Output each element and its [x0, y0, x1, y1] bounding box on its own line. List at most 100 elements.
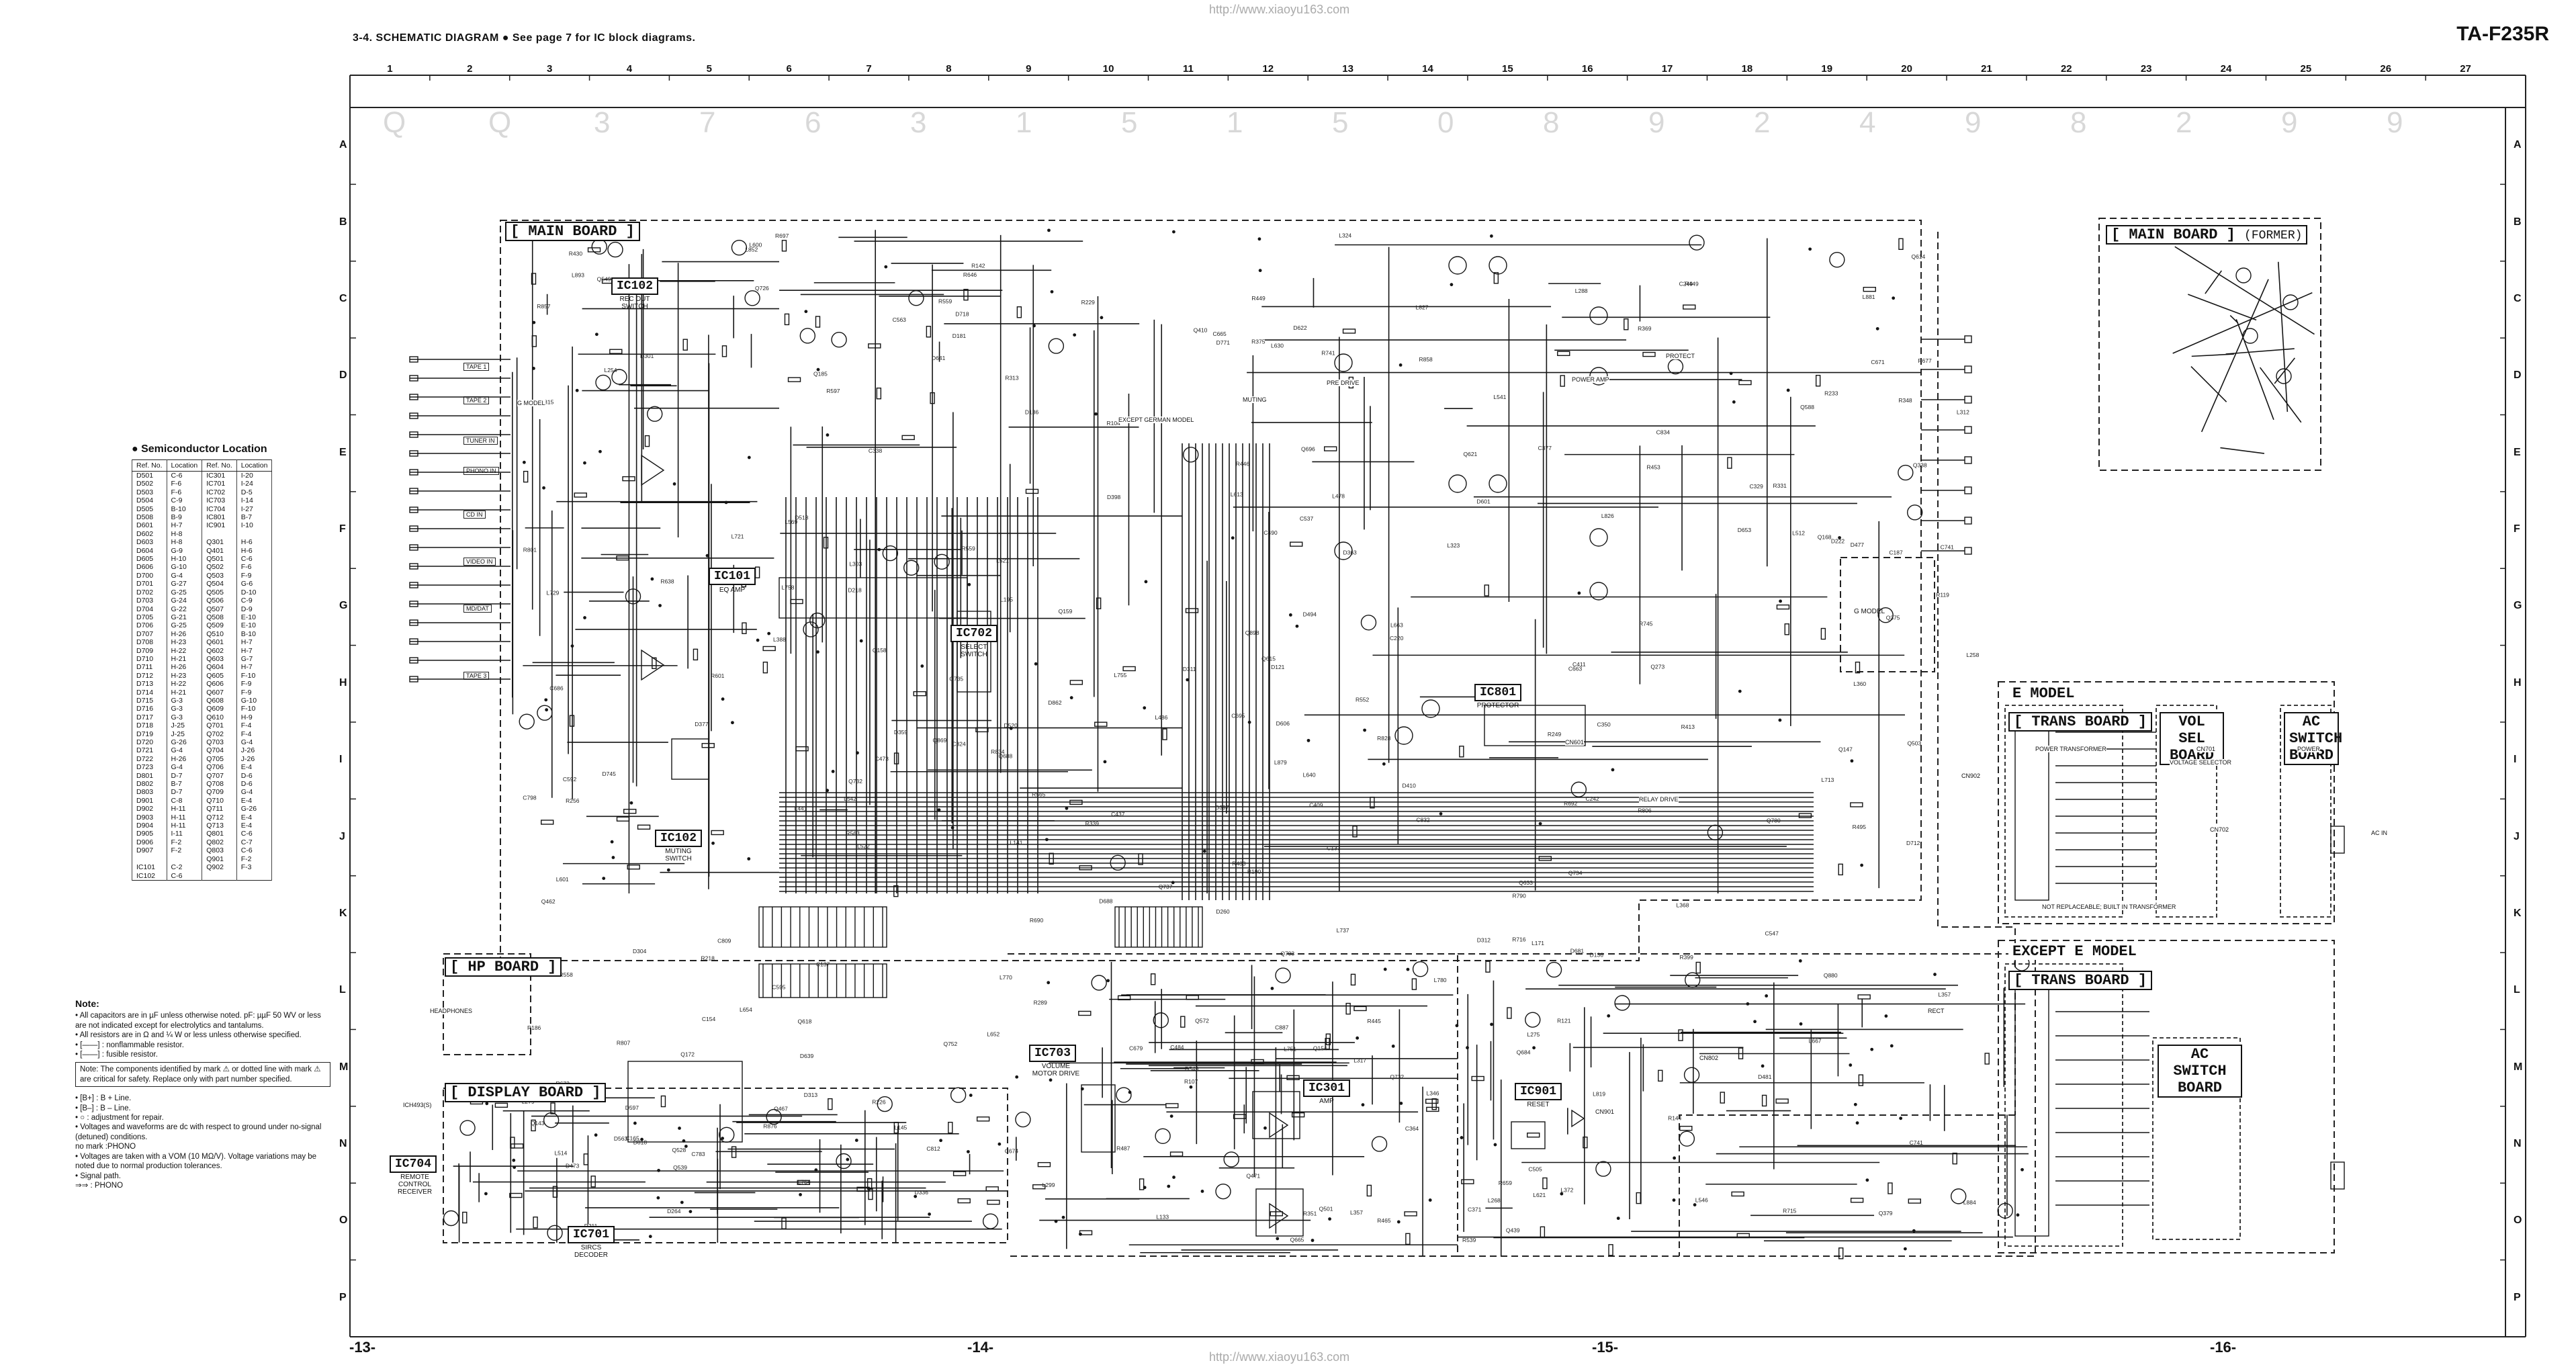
table-cell: F-6 — [166, 488, 203, 497]
junction-dot — [2020, 1167, 2024, 1172]
part-ref: L357 — [1938, 991, 1951, 998]
column-number: 2 — [467, 63, 473, 75]
junction-dot — [1903, 1247, 1907, 1251]
junction-dot — [1391, 1044, 1395, 1048]
table-cell: H-7 — [236, 638, 273, 647]
table-cell: Q712 — [202, 813, 237, 822]
part-ref: C377 — [1538, 445, 1552, 451]
table-cell: J-26 — [236, 754, 273, 764]
part-ref: D410 — [1403, 782, 1417, 789]
junction-dot — [1853, 1102, 1857, 1106]
part-ref: L893 — [572, 272, 584, 279]
part-ref: L521 — [996, 557, 1009, 564]
part-ref: D862 — [1048, 699, 1062, 706]
part-ref: C437 — [1111, 811, 1125, 818]
table-cell: D-10 — [236, 588, 273, 597]
table-cell: Q510 — [202, 629, 237, 639]
part-ref: C411 — [1572, 661, 1586, 668]
table-cell: Q508 — [202, 613, 237, 622]
row-letter: E — [2514, 446, 2521, 458]
component — [779, 577, 968, 619]
junction-dot — [666, 868, 670, 872]
part-ref: L360 — [1853, 680, 1866, 687]
part-ref: L346 — [1427, 1090, 1439, 1097]
junction-dot — [680, 1200, 684, 1204]
part-ref: Q588 — [1800, 404, 1814, 410]
part-ref: C686 — [549, 685, 564, 692]
table-cell: H-26 — [166, 663, 203, 672]
junction-dot — [513, 1165, 517, 1170]
junction-dot — [1738, 689, 1742, 693]
part-ref: C783 — [691, 1151, 705, 1157]
component — [1345, 1002, 1351, 1015]
part-ref: Q688 — [998, 752, 1012, 759]
component — [671, 738, 709, 780]
table-cell: D505 — [132, 504, 167, 514]
component — [901, 435, 915, 441]
part-ref: D181 — [952, 333, 967, 339]
note-item: no mark :PHONO — [75, 1143, 136, 1151]
part-ref: C329 — [1749, 483, 1763, 490]
component — [609, 349, 623, 354]
table-cell: D906 — [132, 838, 167, 847]
component — [1169, 1151, 1184, 1157]
wire — [2277, 261, 2289, 412]
junction-dot — [522, 460, 526, 464]
part-ref: R807 — [617, 1040, 631, 1047]
part-ref: Q618 — [798, 1018, 812, 1024]
junction-dot — [1363, 728, 1367, 732]
component — [762, 661, 768, 674]
op-amp — [1571, 1109, 1585, 1128]
table-cell: Q803 — [202, 846, 237, 855]
junction-dot — [1672, 1198, 1676, 1202]
component — [781, 1217, 787, 1229]
part-ref: C490 — [1263, 529, 1278, 536]
junction-dot — [816, 650, 819, 654]
junction-dot — [1786, 388, 1790, 392]
part-ref: C484 — [1170, 1044, 1184, 1051]
component — [1094, 721, 1108, 727]
table-cell: D710 — [132, 654, 167, 664]
table-cell: IC301 — [202, 471, 237, 480]
component — [957, 1198, 971, 1204]
fragment-label: PROTECT — [1666, 353, 1695, 359]
table-cell: D605 — [132, 555, 167, 564]
component — [510, 1143, 524, 1149]
part-ref: L630 — [1271, 343, 1284, 349]
component — [409, 375, 418, 382]
part-ref: R558 — [560, 971, 574, 978]
background-letter: 9 — [1648, 106, 1665, 139]
part-ref: R565 — [1032, 791, 1046, 797]
part-ref: Q572 — [1195, 1017, 1209, 1024]
junction-dot — [831, 770, 835, 773]
fragment-label: EXCEPT GERMAN MODEL — [1118, 416, 1194, 423]
table-cell: D801 — [132, 771, 167, 781]
table-cell: E-4 — [236, 813, 273, 822]
row-letter: O — [2514, 1215, 2522, 1227]
part-ref: Q793 — [1280, 950, 1294, 957]
junction-dot — [1490, 1022, 1493, 1026]
part-ref: L486 — [1155, 714, 1167, 721]
background-letter: 8 — [2070, 106, 2087, 139]
component — [784, 313, 790, 326]
component — [1964, 547, 1972, 555]
table-cell: D713 — [132, 680, 167, 689]
row-letter: I — [339, 754, 343, 766]
junction-dot — [682, 1139, 686, 1143]
semiconductor-location: ● Semiconductor Location Ref. No.Locatio… — [132, 443, 273, 881]
component — [1952, 1152, 1957, 1165]
part-ref: D622 — [1293, 324, 1307, 331]
part-ref: L141 — [1010, 839, 1023, 846]
component — [1964, 426, 1972, 434]
table-cell: H-11 — [166, 822, 203, 830]
part-ref: L881 — [1863, 294, 1875, 300]
component — [409, 601, 418, 607]
notes-block: Note: • All capacitors are in µF unless … — [75, 999, 330, 1190]
transistor — [1421, 699, 1440, 718]
jack-label: TUNER IN — [463, 437, 498, 445]
component — [1096, 597, 1102, 609]
component — [1025, 488, 1039, 494]
